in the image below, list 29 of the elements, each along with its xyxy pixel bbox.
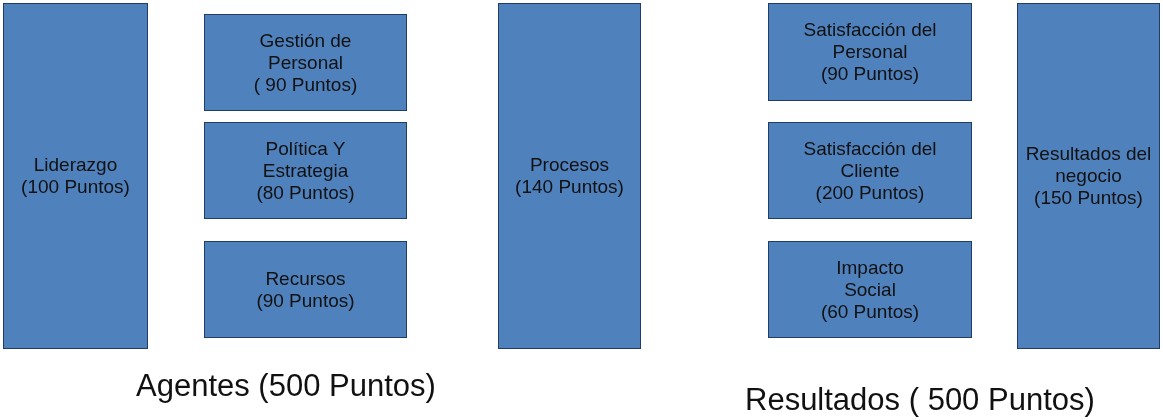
criterion-box <box>498 3 641 349</box>
criterion-box <box>1017 3 1160 349</box>
criterion-box <box>768 3 972 101</box>
points-value: (80 Puntos) <box>256 181 355 204</box>
criterion-box <box>3 3 148 349</box>
points-value: (140 Puntos) <box>515 176 624 198</box>
criterion-name: Satisfacción del Cliente <box>802 137 938 182</box>
points-value: (90 Puntos) <box>820 63 920 85</box>
points-value: ( 90 Puntos) <box>253 73 358 96</box>
criterion-name: Recursos <box>265 267 346 290</box>
criterion-box <box>768 122 972 219</box>
criterion-name: Liderazgo <box>33 154 118 176</box>
criterion-box <box>204 241 407 338</box>
criterion-box <box>768 241 972 338</box>
criterion-name: Procesos <box>529 154 610 176</box>
criterion-box <box>204 122 407 219</box>
points-value: (150 Puntos) <box>1034 187 1143 209</box>
points-value: (60 Puntos) <box>820 300 920 323</box>
group-caption: Resultados ( 500 Puntos) <box>745 382 1095 418</box>
points-value: (100 Puntos) <box>21 176 130 198</box>
criterion-name: Gestión de Personal <box>258 29 353 74</box>
criterion-name: Impacto Social <box>835 256 905 301</box>
criterion-name: Resultados del negocio <box>1024 143 1153 187</box>
points-value: (200 Puntos) <box>815 181 925 204</box>
criterion-name: Política Y Estrategia <box>261 137 350 182</box>
group-caption: Agentes (500 Puntos) <box>136 368 436 404</box>
points-value: (90 Puntos) <box>256 289 355 312</box>
criterion-box <box>204 14 407 111</box>
criterion-name: Satisfacción del Personal <box>802 19 938 63</box>
